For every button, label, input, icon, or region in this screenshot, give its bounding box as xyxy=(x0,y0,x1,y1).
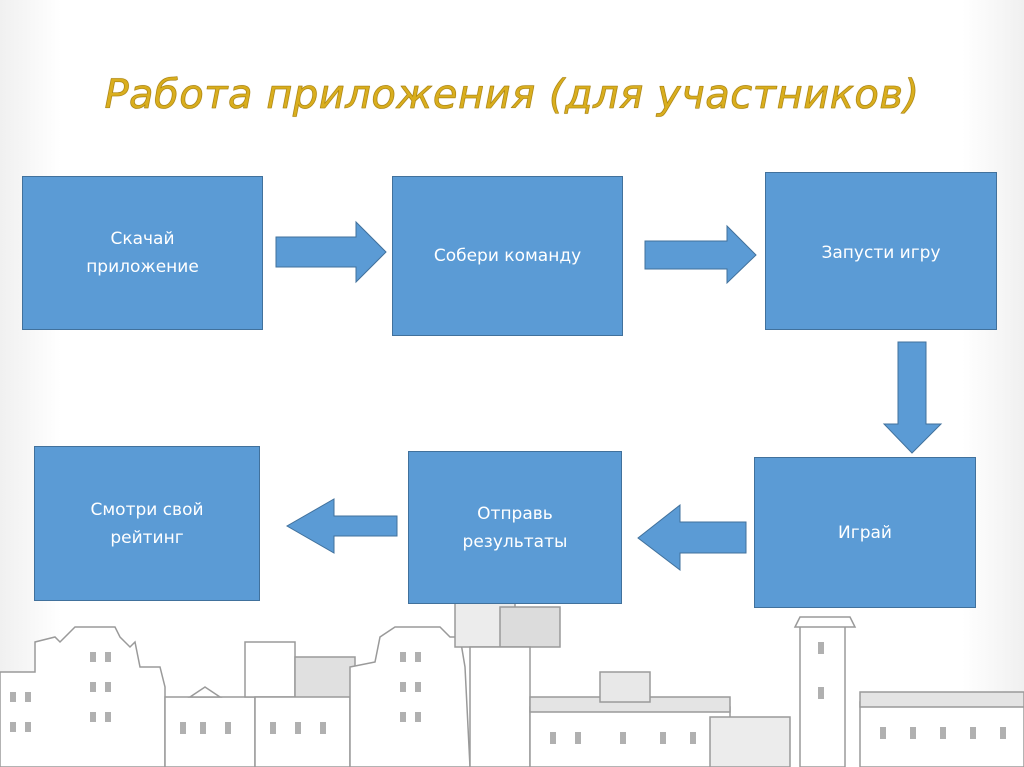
arrow-left-5-to-6 xyxy=(285,498,398,554)
step-text: Отправь xyxy=(477,503,553,524)
arrow-right-1-to-2 xyxy=(275,220,387,284)
step-play: Играй xyxy=(754,457,976,608)
step-view-rating: Смотри свой рейтинг xyxy=(34,446,260,601)
arrow-down-3-to-4 xyxy=(882,341,943,454)
arrow-right-2-to-3 xyxy=(644,224,757,285)
step-text: Играй xyxy=(838,522,892,543)
step-text: приложение xyxy=(86,257,199,277)
step-text: Смотри свой xyxy=(90,499,204,520)
slide-title: Работа приложения (для участников) xyxy=(104,72,920,119)
step-text: Собери команду xyxy=(433,246,582,266)
step-assemble-team: Собери команду xyxy=(392,176,623,336)
step-send-results: Отправь результаты xyxy=(408,451,622,604)
step-text: Запусти игру xyxy=(821,243,941,263)
city-skyline-illustration xyxy=(0,597,1024,767)
step-text: рейтинг xyxy=(110,527,184,548)
arrow-left-4-to-5 xyxy=(637,503,747,572)
step-text: Скачай xyxy=(110,229,175,249)
step-text: результаты xyxy=(462,531,568,552)
step-download-app: Скачай приложение xyxy=(22,176,263,330)
step-start-game: Запусти игру xyxy=(765,172,997,330)
